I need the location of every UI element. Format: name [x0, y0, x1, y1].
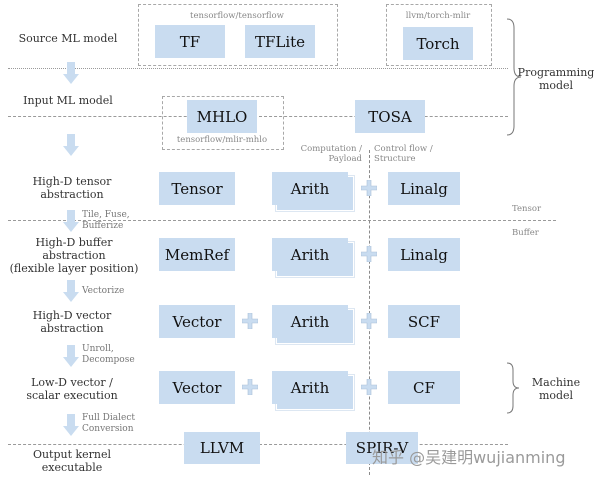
transition-unroll: Unroll, Decompose — [82, 344, 135, 366]
row-label-line: High-D buffer — [35, 236, 113, 249]
transition-tile-fuse: Tile, Fuse, Bufferize — [82, 210, 130, 232]
group-label-mlir-mhlo: tensorflow/mlir-mhlo — [176, 135, 268, 145]
brace-label-line: Programming — [517, 66, 595, 79]
down-arrow-icon — [63, 62, 79, 84]
group-label-torch-mlir: llvm/torch-mlir — [405, 11, 471, 21]
down-arrow-icon — [63, 210, 79, 232]
group-mlir-mhlo — [162, 96, 284, 150]
row-label-line: executable — [41, 461, 103, 474]
dialect-vector: Vector — [159, 305, 235, 338]
plus-icon — [242, 313, 258, 329]
transition-line: Full Dialect — [82, 413, 135, 423]
dialect-tosa: TOSA — [355, 100, 425, 133]
dialect-arith: Arith — [272, 371, 348, 404]
transition-line: Tile, Fuse, — [82, 210, 130, 220]
transition-line: Decompose — [82, 355, 135, 365]
down-arrow-icon — [63, 134, 79, 156]
group-torch-mlir — [386, 4, 492, 66]
column-header-line: Structure — [374, 154, 416, 164]
row-label-line: scalar execution — [26, 389, 118, 402]
column-header-control-flow: Control flow / Structure — [374, 144, 454, 164]
transition-line: Conversion — [82, 424, 134, 434]
dialect-tensor: Tensor — [159, 172, 235, 205]
dialect-mhlo: MHLO — [187, 100, 257, 133]
dialect-arith: Arith — [272, 172, 348, 205]
dialect-linalg: Linalg — [388, 238, 460, 271]
column-header-line: Payload — [328, 154, 362, 164]
row-label-lowd-vector: Low-D vector / scalar execution — [8, 376, 136, 402]
column-header-line: Control flow / — [374, 144, 433, 154]
dialect-arith: Arith — [272, 305, 348, 338]
row-label-source-ml-model: Source ML model — [18, 32, 118, 45]
brace-icon — [506, 18, 522, 136]
column-separator — [369, 150, 370, 475]
row-label-input-ml-model: Input ML model — [23, 94, 113, 107]
row-label-line: High-D vector — [32, 309, 112, 322]
brace-label-line: model — [538, 389, 574, 402]
separator-source-input — [8, 68, 508, 69]
row-label-highd-vector: High-D vector abstraction — [8, 309, 136, 335]
plus-icon — [361, 313, 377, 329]
transition-line: Bufferize — [82, 221, 124, 231]
row-label-line: abstraction — [40, 322, 104, 335]
watermark: 知乎 @吴建明wujianming — [372, 448, 566, 467]
brace-label-line: Machine — [531, 376, 581, 389]
plus-icon — [242, 379, 258, 395]
brace-label-line: model — [538, 79, 574, 92]
row-label-line: High-D tensor — [32, 175, 112, 188]
row-label-line: Output kernel — [32, 448, 112, 461]
machine-model-label: Machine model — [516, 376, 596, 402]
transition-vectorize: Vectorize — [82, 286, 125, 296]
row-label-highd-tensor: High-D tensor abstraction — [8, 175, 136, 201]
row-label-highd-buffer: High-D buffer abstraction (flexible laye… — [4, 236, 144, 275]
column-header-line: Computation / — [300, 144, 362, 154]
dialect-arith: Arith — [272, 238, 348, 271]
plus-icon — [361, 379, 377, 395]
brace-icon — [506, 362, 520, 414]
dialect-llvm: LLVM — [184, 432, 260, 464]
dialect-cf: CF — [388, 371, 460, 404]
row-label-output-kernel: Output kernel executable — [8, 448, 136, 474]
plus-icon — [361, 246, 377, 262]
down-arrow-icon — [63, 345, 79, 367]
separator-input-highd — [8, 116, 508, 117]
dialect-scf: SCF — [388, 305, 460, 338]
down-arrow-icon — [63, 280, 79, 302]
dialect-memref: MemRef — [159, 238, 235, 271]
dialect-vector: Vector — [159, 371, 235, 404]
transition-full-dialect: Full Dialect Conversion — [82, 413, 135, 435]
plus-icon — [361, 180, 377, 196]
transition-line: Unroll, — [82, 344, 114, 354]
group-tensorflow — [138, 4, 338, 66]
dialect-torch: Torch — [403, 27, 473, 60]
dialect-spirv: SPIR-V — [346, 432, 418, 464]
boundary-label-tensor: Tensor — [512, 204, 542, 214]
group-label-tensorflow: tensorflow/tensorflow — [190, 11, 284, 21]
dialect-linalg: Linalg — [388, 172, 460, 205]
boundary-label-buffer: Buffer — [512, 228, 539, 238]
separator-tensor-buffer — [8, 220, 556, 221]
row-label-line: abstraction — [42, 249, 106, 262]
dialect-tf: TF — [155, 25, 225, 58]
row-label-line: (flexible layer position) — [9, 262, 139, 275]
row-label-line: abstraction — [40, 188, 104, 201]
column-header-computation: Computation / Payload — [296, 144, 362, 164]
down-arrow-icon — [63, 414, 79, 436]
dialect-tflite: TFLite — [245, 25, 315, 58]
programming-model-label: Programming model — [516, 66, 596, 92]
row-label-line: Low-D vector / — [31, 376, 113, 389]
